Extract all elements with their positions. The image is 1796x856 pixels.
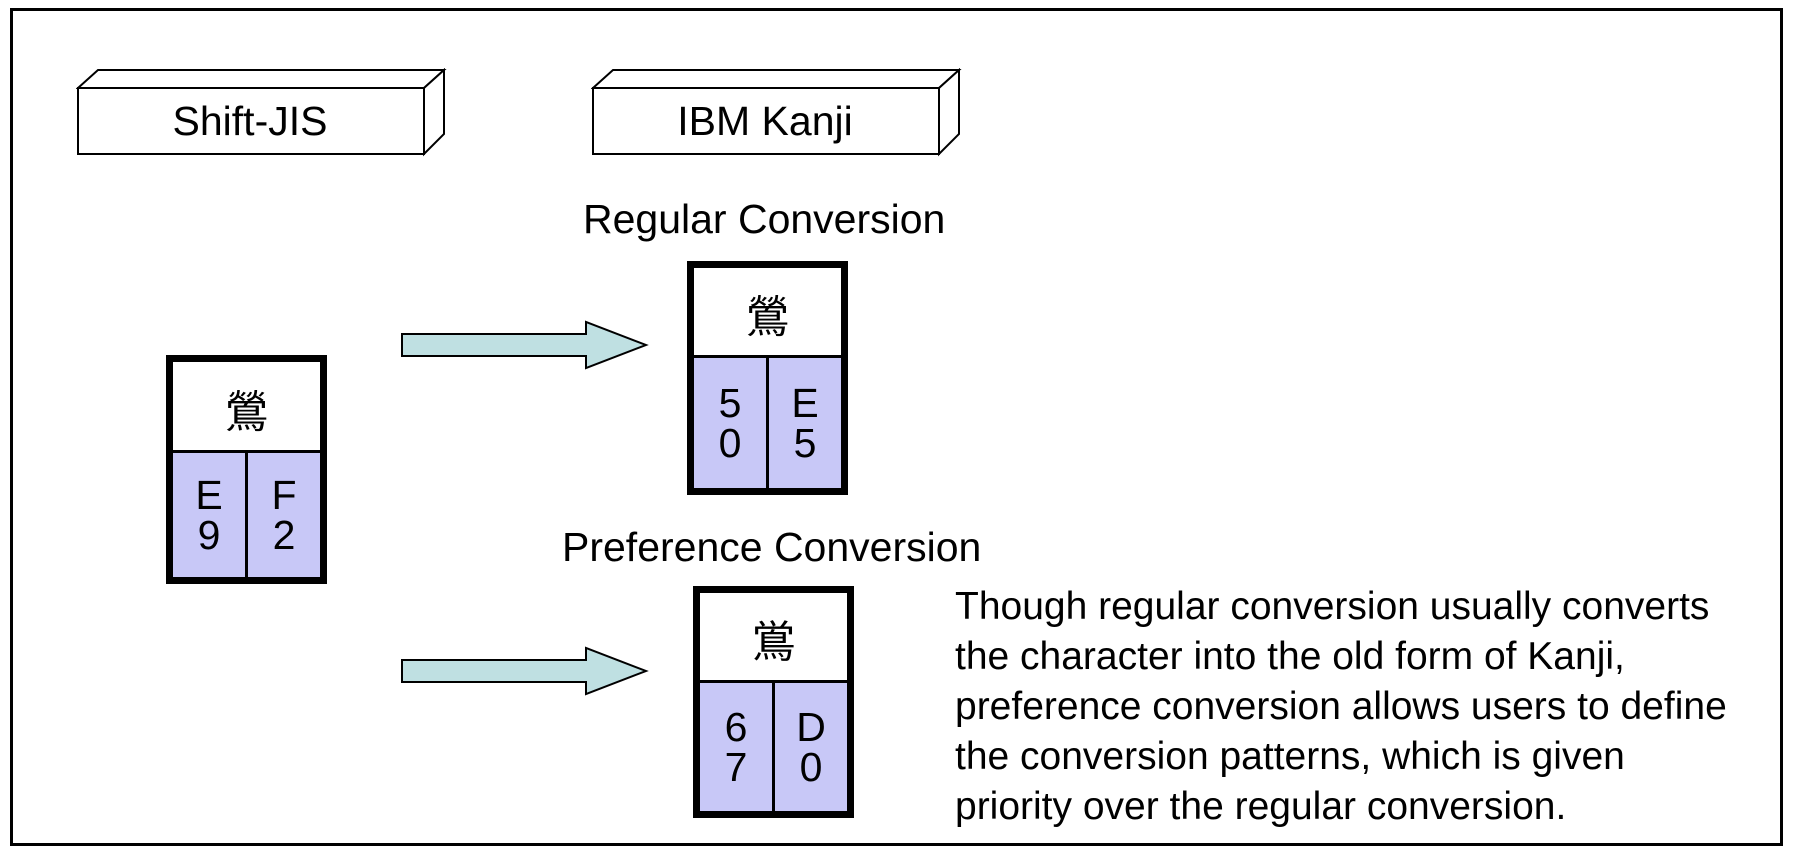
code-digit: 0 [799, 744, 823, 790]
note-line: the conversion patterns, which is given [955, 735, 1625, 778]
source-byte-2: F 2 [245, 453, 320, 577]
code-digit: E [195, 472, 223, 518]
diagram-frame [10, 8, 1783, 846]
explanation-note: Though regular conversion usually conver… [955, 582, 1785, 832]
preference-conversion-title: Preference Conversion [562, 524, 982, 570]
shift-jis-label: Shift-JIS [172, 97, 328, 144]
note-line: the character into the old form of Kanji… [955, 635, 1625, 678]
regular-conversion-arrow [401, 320, 649, 370]
regular-byte-1: 5 0 [694, 358, 766, 488]
ibm-kanji-label: IBM Kanji [677, 97, 853, 144]
code-digit: D [796, 704, 826, 750]
source-kanji-glyph: 鶯 [224, 386, 269, 438]
code-digit: 0 [718, 420, 742, 466]
code-digit: 2 [272, 512, 296, 558]
preference-byte-2: D 0 [772, 683, 847, 811]
code-digit: 9 [197, 512, 221, 558]
preference-code-bytes: 6 7 D 0 [700, 680, 847, 811]
code-digit: 6 [724, 704, 748, 750]
note-line: preference conversion allows users to de… [955, 685, 1727, 728]
code-digit: 5 [793, 420, 817, 466]
code-digit: 7 [724, 744, 748, 790]
regular-conversion-title: Regular Conversion [583, 196, 946, 242]
regular-kanji-glyph: 鶯 [745, 292, 790, 343]
regular-byte-2: E 5 [766, 358, 841, 488]
code-digit: F [271, 472, 297, 518]
source-char-cell: 鶯 E 9 F 2 [166, 355, 327, 584]
note-line: Though regular conversion usually conver… [955, 585, 1710, 628]
preference-conversion-arrow [401, 646, 649, 696]
code-digit: 5 [718, 380, 742, 426]
ibm-kanji-box: IBM Kanji [591, 68, 963, 158]
regular-code-bytes: 5 0 E 5 [694, 355, 841, 488]
preference-byte-1: 6 7 [700, 683, 772, 811]
source-byte-1: E 9 [173, 453, 245, 577]
note-line: priority over the regular conversion. [955, 785, 1567, 828]
regular-char-cell: 鶯 5 0 E 5 [687, 261, 848, 495]
preference-char-cell: 鴬 6 7 D 0 [693, 586, 854, 818]
source-code-bytes: E 9 F 2 [173, 450, 320, 577]
shift-jis-box: Shift-JIS [76, 68, 448, 158]
code-digit: E [791, 380, 819, 426]
preference-kanji-glyph: 鴬 [751, 617, 796, 668]
